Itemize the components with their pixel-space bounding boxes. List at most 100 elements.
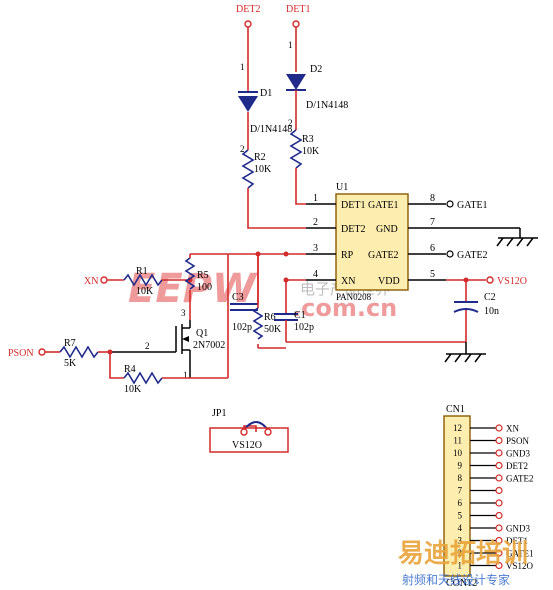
vs120-port <box>486 276 494 284</box>
c2-value: 10n <box>484 306 499 317</box>
r1-value: 10K <box>136 286 154 297</box>
cn1-pin-num: 11 <box>453 436 462 446</box>
resistor-r3: R3 10K <box>289 129 320 169</box>
det2-terminal: DET2 <box>236 4 260 28</box>
r6-ref: R6 <box>264 312 276 323</box>
cn1-pin-port <box>495 436 503 445</box>
det2-label: DET2 <box>236 4 260 15</box>
det1-port <box>292 20 300 28</box>
cn1-pin-port <box>495 474 503 482</box>
cn1-pin-num: 12 <box>453 423 462 433</box>
capacitor-c1: C1 102p <box>274 280 314 342</box>
r2-body <box>241 149 255 189</box>
u1-pin2-num: 2 <box>313 217 318 228</box>
cn1-pin-row: 3 DET1 <box>458 536 529 547</box>
jp1-pad1 <box>240 428 248 436</box>
gnd-hatch2 <box>506 237 514 247</box>
cn1-pin-row: 12 XN <box>453 423 519 434</box>
cn1-pin-num: 7 <box>458 486 463 496</box>
cn1-pin-port <box>495 561 503 570</box>
cn1-pin-port <box>495 449 503 457</box>
r4-body <box>123 371 163 385</box>
mosfet-q1: Q1 2N7002 3 2 1 <box>145 308 225 380</box>
gnd2-hatch3 <box>464 353 472 363</box>
junction-rp-r6 <box>283 251 289 257</box>
cn1-pin-num: 4 <box>458 523 463 533</box>
r5-body <box>184 257 196 290</box>
c3-value: 102p <box>232 322 252 333</box>
jp1-pad2 <box>264 428 272 436</box>
u1-pin8-num: 8 <box>430 193 435 204</box>
cn1-pin-port <box>495 524 503 532</box>
cn1-pin-label: GATE1 <box>506 549 534 559</box>
d2-value: D/1N4148 <box>306 100 348 111</box>
pson-label: PSON <box>8 348 34 359</box>
u1-pin3-name: RP <box>341 250 354 261</box>
cn1-pin-row: 5 <box>458 511 503 521</box>
gnd2-hatch4 <box>474 353 482 363</box>
jumper-jp1: JP1 VS12O <box>209 408 289 453</box>
u1-pin3-num: 3 <box>313 243 318 254</box>
cn1-pin-port <box>495 424 503 432</box>
cn1-pin-num: 2 <box>458 548 463 558</box>
r2-ref: R2 <box>254 152 266 163</box>
u1-pin4-name: XN <box>341 276 355 287</box>
cn1-pin-row: 2 GATE1 <box>458 548 534 559</box>
gate2-port <box>446 250 454 258</box>
cn1-pin-row: 4 GND3 <box>458 523 531 534</box>
cn1-pin-label: DET1 <box>506 536 528 546</box>
cn1-body <box>443 415 471 577</box>
cn1-pin-label: PSON <box>506 436 530 446</box>
resistor-r6: R6 50K <box>252 254 282 340</box>
watermark-url: .com.cn <box>292 294 397 322</box>
d2-body <box>286 74 306 90</box>
u1-pin8-name: GATE1 <box>368 200 399 211</box>
d2-ref: D2 <box>310 64 322 75</box>
connector-cn1: CN1 CON12 <box>443 404 477 589</box>
corner-watermark-title: 易迪拓培训 <box>398 539 528 569</box>
gate1-label: GATE1 <box>457 200 488 211</box>
gnd2-hatch1 <box>444 353 452 363</box>
ground-symbol-u1 <box>446 227 538 247</box>
gnd-hatch4 <box>526 237 534 247</box>
c3-ref: C3 <box>232 292 244 303</box>
capacitor-c2: C2 10n <box>453 280 499 342</box>
u1-body <box>335 193 409 291</box>
vs120-label: VS12O <box>497 276 527 287</box>
ground-symbol-bottom <box>444 342 486 363</box>
u1-pin1-num: 1 <box>313 193 318 204</box>
u1-pin2-name: DET2 <box>341 224 365 235</box>
cn1-pin-num: 1 <box>458 561 463 571</box>
u1-ref: U1 <box>336 182 348 193</box>
resistor-r7: R7 5K <box>59 338 99 369</box>
det1-terminal: DET1 <box>286 4 310 28</box>
u1-pin6-num: 6 <box>430 243 435 254</box>
xn-port <box>100 276 108 284</box>
wire-gate-r4 <box>109 352 124 379</box>
cn1-pin-port <box>495 549 503 557</box>
resistor-r2: R2 10K <box>241 149 272 189</box>
wire-r3-u1pin1 <box>295 168 306 205</box>
cn1-pin-num: 9 <box>458 461 463 471</box>
cn1-pin-label: GND3 <box>506 524 530 534</box>
r5-value: 100 <box>197 282 212 293</box>
cn1-pin-num: 3 <box>458 536 463 546</box>
q1-pin1: 1 <box>183 370 188 380</box>
cn1-pin-label: XN <box>506 424 519 434</box>
cn1-pin-row: 7 <box>458 486 503 496</box>
cn1-part: CON12 <box>446 578 477 589</box>
u1-pin5-name: VDD <box>378 276 400 287</box>
gate1-port <box>446 200 454 208</box>
diode-d1: 1 D1 D/1N4148 2 <box>238 62 292 154</box>
u1-pin7-name: GND <box>376 224 398 235</box>
d1-pin1: 1 <box>240 62 245 72</box>
corner-watermark-sub: 射频和天线设计专家 <box>402 572 510 587</box>
r2-value: 10K <box>254 164 272 175</box>
q1-pin2: 2 <box>145 341 150 351</box>
c2-plate-bottom <box>453 308 479 313</box>
cn1-pin-label: DET2 <box>506 461 528 471</box>
q1-arrow <box>182 336 189 342</box>
r6-value: 50K <box>264 324 282 335</box>
